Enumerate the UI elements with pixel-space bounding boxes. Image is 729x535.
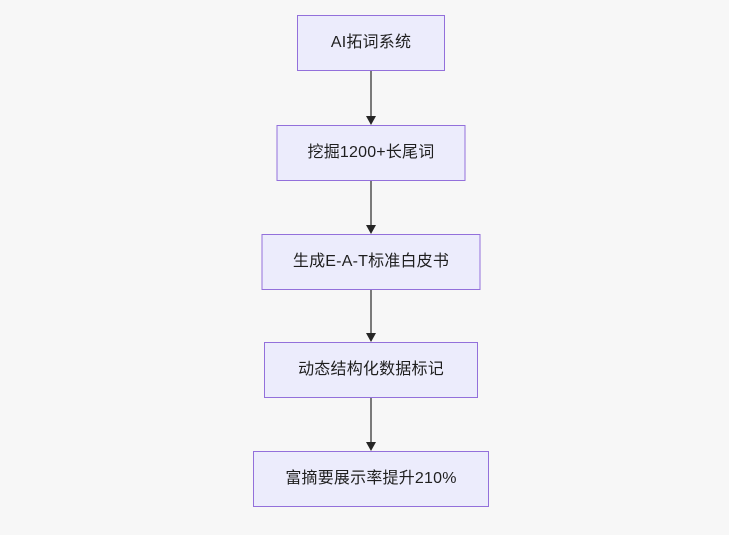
flow-node-label: 动态结构化数据标记	[298, 361, 444, 378]
flow-edge	[364, 398, 378, 451]
flow-edge	[364, 71, 378, 125]
flow-node-mine-longtail-keywords[interactable]: 挖掘1200+长尾词	[276, 125, 466, 181]
flow-node-rich-snippet-impression-uplift[interactable]: 富摘要展示率提升210%	[253, 451, 489, 507]
arrowhead-icon	[366, 442, 376, 451]
flow-node-generate-eat-whitepaper[interactable]: 生成E-A-T标准白皮书	[261, 234, 481, 290]
edge-line	[370, 181, 372, 226]
flow-node-label: AI拓词系统	[330, 34, 412, 51]
flow-node-label: 挖掘1200+长尾词	[307, 144, 435, 161]
flow-node-dynamic-structured-data-markup[interactable]: 动态结构化数据标记	[264, 342, 478, 398]
arrowhead-icon	[366, 333, 376, 342]
edge-line	[370, 71, 372, 117]
edge-line	[370, 398, 372, 443]
arrowhead-icon	[366, 225, 376, 234]
flow-node-label: 生成E-A-T标准白皮书	[292, 253, 450, 270]
edge-line	[370, 290, 372, 334]
flow-node-ai-keyword-system[interactable]: AI拓词系统	[297, 15, 445, 71]
flow-edge	[364, 181, 378, 234]
arrowhead-icon	[366, 116, 376, 125]
flow-edge	[364, 290, 378, 342]
flow-node-label: 富摘要展示率提升210%	[285, 470, 457, 487]
